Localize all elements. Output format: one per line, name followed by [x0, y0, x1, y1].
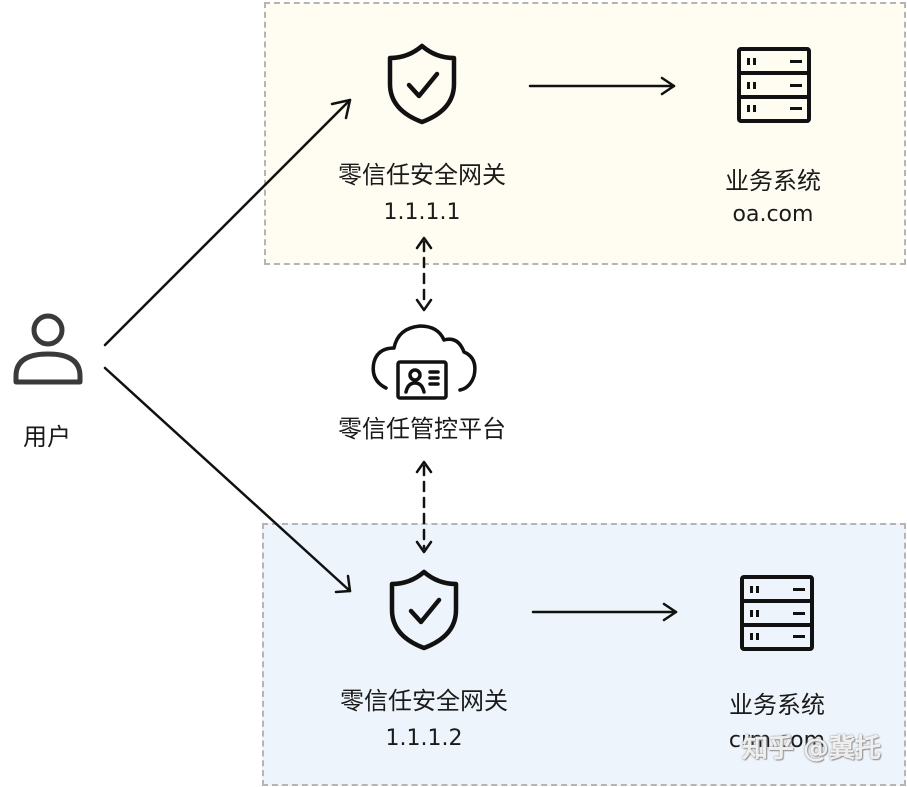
- user-icon: [13, 313, 83, 385]
- shield-check-icon: [387, 43, 457, 125]
- system-top-label: 业务系统: [725, 167, 821, 195]
- user-label: 用户: [23, 423, 71, 451]
- zone-crm-network: [262, 523, 906, 786]
- gateway-top-ip: 1.1.1.1: [383, 200, 461, 225]
- system-bottom-label: 业务系统: [729, 691, 825, 719]
- server-icon: [737, 47, 811, 123]
- zone-oa-network: [264, 2, 906, 265]
- gateway-top-label: 零信任安全网关: [338, 161, 506, 189]
- arrowhead-down-top: [415, 298, 433, 312]
- shield-check-icon: [389, 569, 459, 651]
- control-platform-label: 零信任管控平台: [338, 415, 506, 443]
- watermark: 知乎 @冀托: [742, 734, 882, 764]
- system-top-domain: oa.com: [732, 202, 814, 227]
- gateway-bottom-label: 零信任安全网关: [340, 687, 508, 715]
- system-bottom-domain: crm.com: [728, 728, 826, 753]
- cloud-id-card-icon: [371, 324, 477, 400]
- gateway-bottom-ip: 1.1.1.2: [385, 726, 463, 751]
- arrowhead-up-bottom: [415, 460, 433, 474]
- server-icon: [740, 575, 814, 651]
